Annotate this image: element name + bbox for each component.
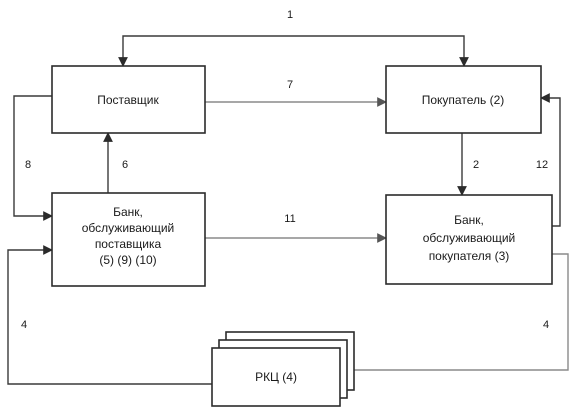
- edge-4-right-line: [344, 253, 569, 375]
- node-supplier-bank-line-1: Банк,: [113, 205, 143, 219]
- node-buyer-bank-line-3: покупателя (3): [429, 249, 510, 263]
- node-buyer-bank-line-1: Банк,: [454, 213, 484, 227]
- node-supplier-bank: Банк, обслуживающий поставщика (5) (9) (…: [51, 192, 206, 287]
- edge-1-line: [118, 35, 469, 67]
- edge-4-left-label: 4: [21, 319, 27, 331]
- node-supplier: Поставщик: [51, 65, 206, 134]
- edge-4-right-label: 4: [543, 319, 549, 331]
- edge-8-label: 8: [25, 159, 31, 171]
- node-buyer-bank-line-2: обслуживающий: [423, 231, 515, 245]
- node-buyer-label: Покупатель (2): [422, 93, 504, 107]
- edge-12-label: 12: [536, 159, 548, 171]
- edge-12-line: [540, 93, 561, 227]
- node-buyer: Покупатель (2): [385, 65, 542, 134]
- edge-7-label: 7: [287, 79, 293, 91]
- edge-11-label: 11: [284, 213, 295, 225]
- node-supplier-bank-line-2: обслуживающий: [82, 221, 174, 235]
- edge-6-label: 6: [122, 159, 128, 171]
- node-rkc-stack-front: [211, 347, 341, 407]
- node-supplier-bank-line-3: поставщика: [95, 237, 162, 251]
- node-rkc: РКЦ (4): [211, 331, 355, 407]
- node-supplier-bank-line-4: (5) (9) (10): [99, 253, 156, 267]
- edge-2-label: 2: [473, 159, 479, 171]
- edge-1-label: 1: [287, 9, 293, 21]
- node-rkc-label: РКЦ (4): [255, 370, 297, 384]
- edge-4-left-line: [7, 245, 212, 385]
- edge-8-line: [13, 95, 53, 221]
- node-supplier-label: Поставщик: [97, 93, 159, 107]
- node-buyer-bank: Банк, обслуживающий покупателя (3): [385, 194, 553, 285]
